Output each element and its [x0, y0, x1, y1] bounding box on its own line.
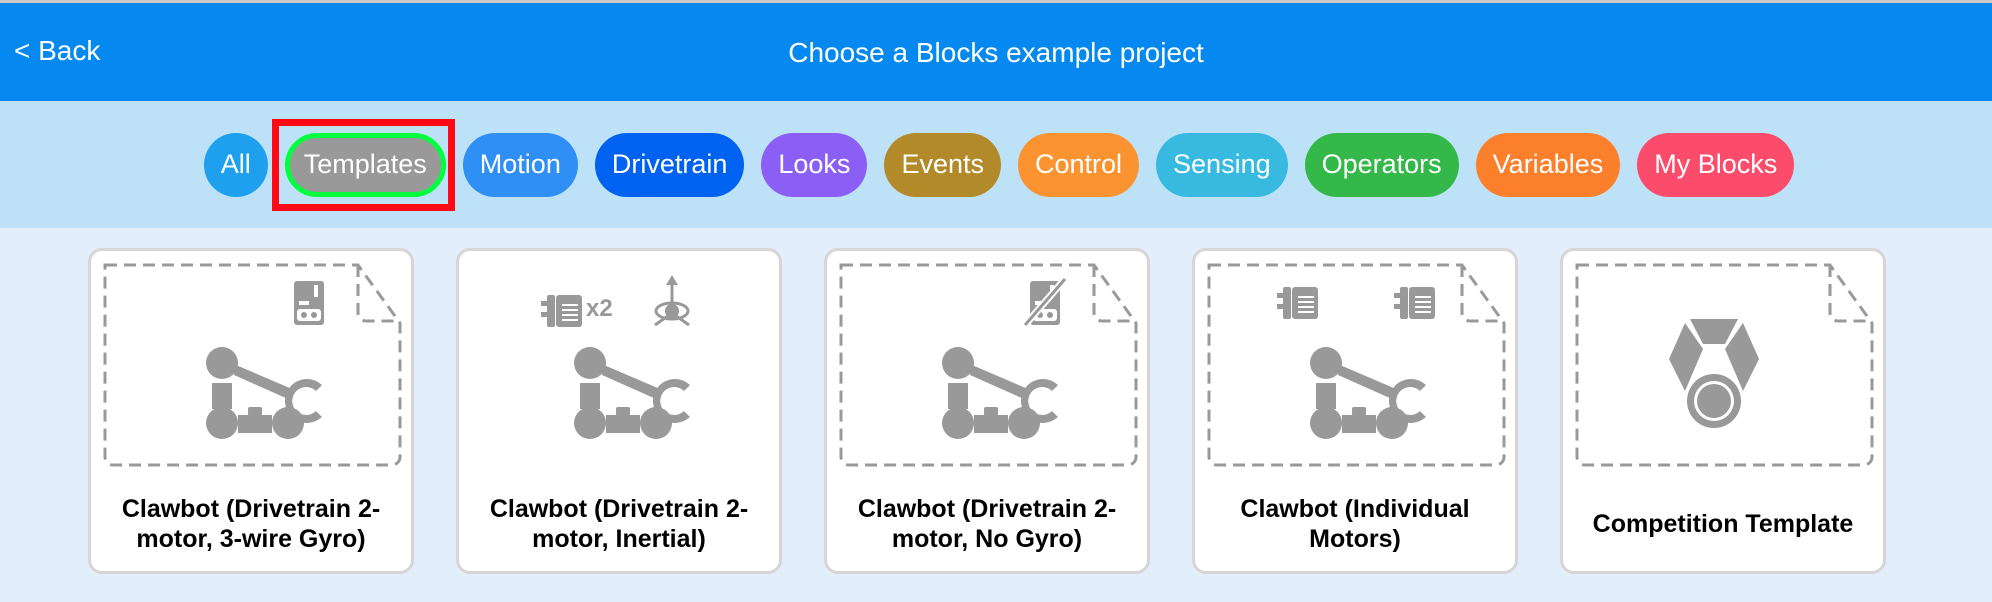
project-card-clawbot-individual-motors[interactable]: Clawbot (Individual Motors): [1192, 248, 1518, 574]
filter-drivetrain[interactable]: Drivetrain: [594, 132, 745, 197]
dashed-file-frame: [1575, 263, 1874, 467]
filter-control[interactable]: Control: [1017, 132, 1140, 197]
filter-sensing[interactable]: Sensing: [1156, 132, 1288, 197]
dashed-file-frame: [839, 263, 1138, 467]
filter-my-blocks[interactable]: My Blocks: [1637, 132, 1795, 197]
no-gyro-icon: [1022, 276, 1068, 328]
filter-events[interactable]: Events: [884, 132, 1001, 197]
dashed-file-frame: [103, 263, 402, 467]
filter-variables[interactable]: Variables: [1475, 132, 1621, 197]
motor-icon: [1277, 287, 1318, 319]
clawbot-icon: [1310, 347, 1426, 439]
clawbot-icon: [574, 347, 690, 439]
project-card-clawbot-inertial[interactable]: x2 Clawbot (Drivetrain 2-motor, Inertial…: [456, 248, 782, 574]
project-title: Clawbot (Drivetrain 2-motor, Inertial): [489, 495, 749, 553]
inertial-icon: [654, 275, 690, 327]
motor-icon: [541, 295, 582, 327]
motor-count: x2: [586, 295, 613, 322]
motor-icon: [1394, 287, 1435, 319]
header-bar: < Back Choose a Blocks example project: [0, 3, 1992, 101]
project-card-clawbot-3wire-gyro[interactable]: Clawbot (Drivetrain 2-motor, 3-wire Gyro…: [88, 248, 414, 574]
window-top-border: [0, 0, 1992, 3]
dashed-file-frame: [1207, 263, 1506, 467]
page-title: Choose a Blocks example project: [788, 37, 1204, 68]
filter-motion[interactable]: Motion: [462, 132, 578, 197]
filter-looks[interactable]: Looks: [761, 132, 868, 197]
project-title: Clawbot (Drivetrain 2-motor, 3-wire Gyro…: [121, 495, 381, 553]
filter-operators[interactable]: Operators: [1304, 132, 1459, 197]
filter-all[interactable]: All: [203, 132, 268, 197]
clawbot-icon: [942, 347, 1058, 439]
brain-gyro-icon: [294, 281, 324, 325]
project-grid: Clawbot (Drivetrain 2-motor, 3-wire Gyro…: [88, 248, 1886, 574]
clawbot-icon: [206, 347, 322, 439]
filter-templates[interactable]: Templates: [284, 132, 446, 197]
project-card-clawbot-no-gyro[interactable]: Clawbot (Drivetrain 2-motor, No Gyro): [824, 248, 1150, 574]
category-filter-bar: All Templates Motion Drivetrain Looks Ev…: [0, 101, 1992, 228]
filter-templates-highlight: Templates: [271, 118, 455, 211]
back-button[interactable]: < Back: [14, 35, 101, 66]
project-title: Clawbot (Individual Motors): [1240, 495, 1470, 553]
project-title: Clawbot (Drivetrain 2-motor, No Gyro): [857, 495, 1117, 553]
project-card-competition-template[interactable]: Competition Template: [1560, 248, 1886, 574]
project-title: Competition Template: [1592, 510, 1854, 538]
medal-icon: [1669, 319, 1759, 428]
